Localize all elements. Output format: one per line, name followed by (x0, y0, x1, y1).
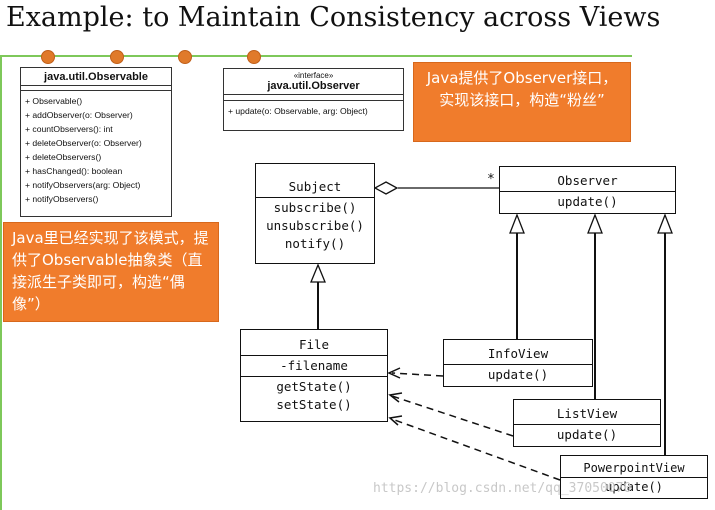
bullet-dot (247, 50, 261, 64)
title-divider (0, 55, 632, 57)
bullet-dot (110, 50, 124, 64)
observable-attributes-section (21, 86, 171, 91)
file-methods: getState() setState() (241, 376, 387, 415)
method-line: + Observable() (25, 96, 83, 106)
powerpointview-class-box: PowerpointView update() (560, 455, 708, 499)
interface-stereotype: «interface» (293, 71, 334, 80)
slide-title: Example: to Maintain Consistency across … (6, 2, 661, 33)
infoview-class-box: InfoView update() (443, 339, 593, 387)
observer-methods: update() (500, 191, 675, 212)
dependency-arrowhead (387, 367, 401, 379)
file-class-name: File (298, 337, 330, 352)
watermark-text: https://blog.csdn.net/qq_37050070 (373, 481, 632, 496)
observable-note: Java里已经实现了该模式，提供了Observable抽象类（直接派生子类即可，… (3, 222, 219, 322)
attribute-line: -filename (280, 358, 348, 373)
listview-methods: update() (514, 424, 660, 445)
listview-class-box: ListView update() (513, 399, 661, 447)
observer-class-name: Observer (557, 173, 618, 188)
dependency-arrowhead (388, 392, 403, 403)
bullet-dot (178, 50, 192, 64)
generalization-arrow (657, 213, 673, 234)
method-line: setState() (276, 397, 352, 412)
method-line: + deleteObserver(o: Observer) (25, 138, 142, 148)
method-line: subscribe() (273, 200, 357, 215)
powerpointview-methods: update() (561, 477, 707, 496)
multiplicity-label: * (487, 172, 495, 187)
method-line: + notifyObservers() (25, 194, 99, 204)
method-line: update() (487, 367, 549, 382)
method-line: + addObserver(o: Observer) (25, 110, 133, 120)
observer-interface-attributes (224, 95, 403, 101)
observer-interface-methods: + update(o: Observable, arg: Object) (224, 101, 403, 121)
method-line: update() (556, 427, 618, 442)
observable-class-box: java.util.Observable + Observable() + ad… (20, 67, 172, 217)
method-line: update() (605, 480, 663, 494)
method-line: + update(o: Observable, arg: Object) (228, 106, 368, 116)
observer-interface-box: «interface» java.util.Observer + update(… (223, 68, 404, 131)
infoview-class-name: InfoView (487, 346, 549, 361)
method-line: + countObservers(): int (25, 124, 113, 134)
generalization-arrow (310, 263, 326, 283)
powerpointview-file-dependency (391, 418, 561, 481)
method-line: notify() (284, 236, 346, 251)
dependency-arrowhead (388, 415, 403, 426)
aggregation-diamond (373, 181, 399, 195)
method-line: + hasChanged(): boolean (25, 166, 123, 176)
observer-interface-name: java.util.Observer (267, 80, 360, 92)
subject-class-name: Subject (288, 179, 342, 194)
method-line: + deleteObservers() (25, 152, 102, 162)
subject-class-box: Subject subscribe() unsubscribe() notify… (255, 163, 375, 264)
method-line: update() (557, 194, 618, 209)
listview-class-name: ListView (556, 406, 618, 421)
infoview-file-dependency (391, 372, 444, 377)
left-divider (0, 56, 2, 510)
observable-methods: + Observable() + addObserver(o: Observer… (21, 91, 171, 209)
infoview-methods: update() (444, 364, 592, 385)
subject-methods: subscribe() unsubscribe() notify() (256, 197, 374, 254)
observer-note: Java提供了Observer接口，实现该接口，构造“粉丝” (413, 62, 631, 142)
generalization-arrow (509, 213, 525, 234)
method-line: + notifyObservers(arg: Object) (25, 180, 141, 190)
observer-class-box: Observer update() (499, 166, 676, 214)
observable-class-name: java.util.Observable (21, 68, 171, 86)
generalization-arrow (587, 213, 603, 234)
bullet-dot (41, 50, 55, 64)
method-line: unsubscribe() (266, 218, 364, 233)
method-line: getState() (276, 379, 352, 394)
file-attributes: -filename (241, 355, 387, 376)
powerpointview-class-name: PowerpointView (583, 461, 685, 475)
observer-interface-header: «interface» java.util.Observer (224, 69, 403, 95)
file-class-box: File -filename getState() setState() (240, 329, 388, 422)
listview-file-dependency (391, 395, 514, 437)
